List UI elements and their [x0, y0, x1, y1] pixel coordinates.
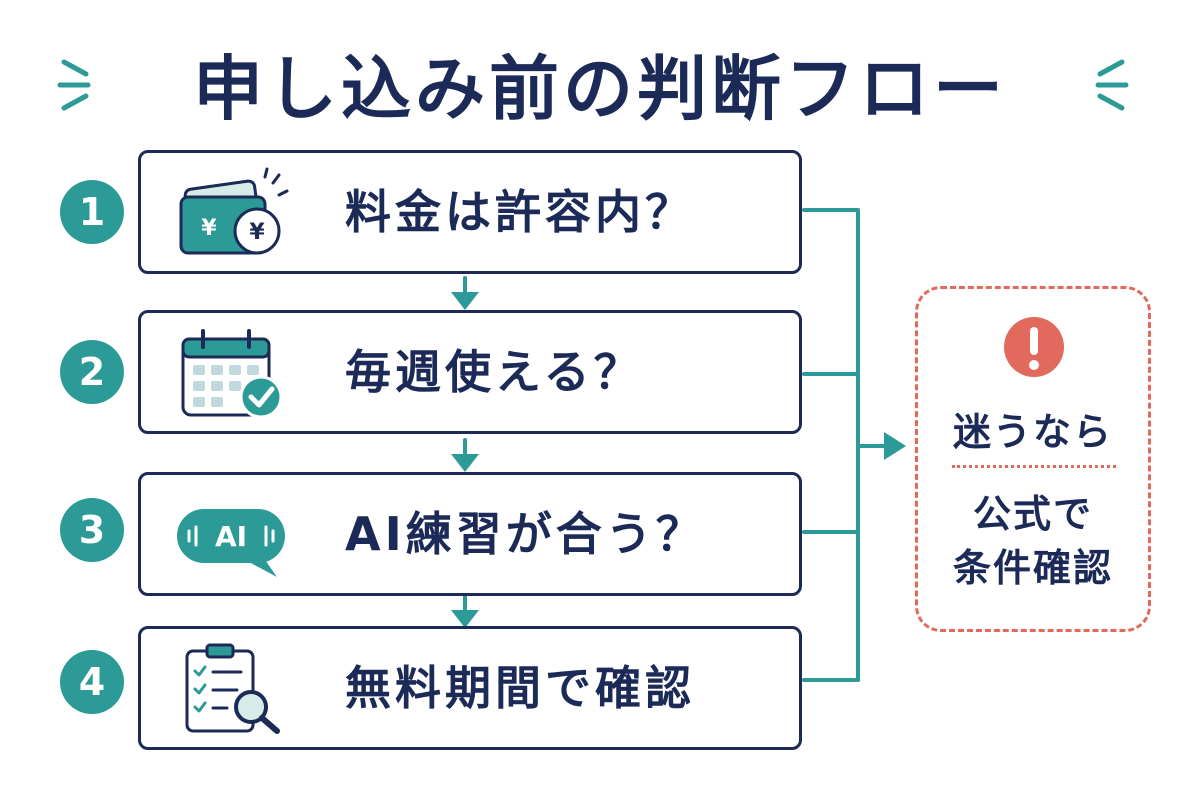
calendar-check-icon — [181, 329, 283, 419]
step-text-1: 料金は許容内？ — [345, 185, 695, 239]
checklist-magnifier-icon — [185, 643, 280, 734]
step-number-2: 2 — [60, 340, 124, 404]
step-number-1: 1 — [60, 180, 124, 244]
arrow-down-1 — [451, 292, 479, 310]
step-card-1: ¥ ¥ 料金は許容内？ — [138, 150, 802, 274]
svg-text:¥: ¥ — [249, 220, 265, 245]
step-card-4: 無料期間で確認 — [138, 626, 802, 750]
sparkle-left-icon — [57, 59, 91, 111]
step-card-3: AI AI練習が合う？ — [138, 472, 802, 596]
step-number-4: 4 — [60, 650, 124, 714]
wallet-yen-icon: ¥ ¥ — [179, 167, 289, 255]
step-card-2: 毎週使える？ — [138, 310, 802, 434]
connector-step-1 — [802, 208, 860, 682]
svg-text:AI: AI — [215, 520, 247, 553]
advice-text-line-2: 条件確認 — [952, 546, 1113, 590]
page-title: 申し込み前の判断フロー — [193, 48, 1007, 130]
advice-text-line-1: 公式で — [972, 492, 1093, 536]
advice-box: 迷うなら 公式で 条件確認 — [915, 286, 1151, 632]
ai-voice-bubble-icon: AI — [177, 509, 285, 577]
exclamation-icon — [1004, 317, 1064, 377]
advice-divider — [952, 465, 1116, 468]
svg-text:¥: ¥ — [201, 216, 217, 241]
step-text-2: 毎週使える？ — [345, 345, 644, 399]
step-text-4: 無料期間で確認 — [345, 661, 695, 715]
step-number-3: 3 — [60, 498, 124, 562]
arrow-down-2 — [451, 454, 479, 472]
sparkle-right-icon — [1095, 59, 1129, 111]
step-text-3: AI練習が合う？ — [345, 507, 706, 561]
advice-heading: 迷うなら — [952, 410, 1113, 454]
arrow-to-advice — [884, 432, 906, 460]
